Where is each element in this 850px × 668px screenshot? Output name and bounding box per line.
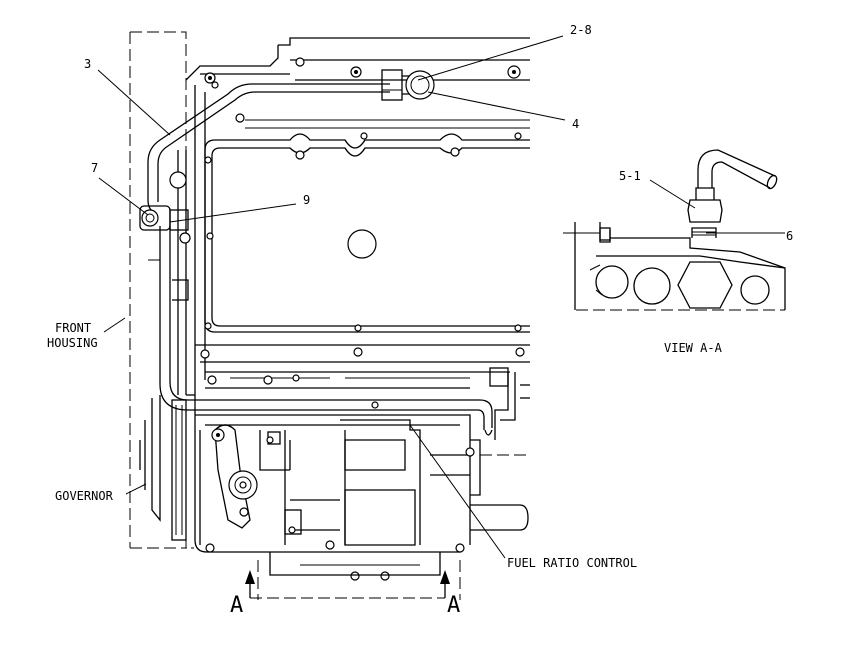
engine-block (177, 37, 530, 553)
label-governor: GOVERNOR (55, 489, 114, 503)
label-view-a-a: VIEW A-A (664, 341, 723, 355)
label-fuel-ratio-control: FUEL RATIO CONTROL (507, 556, 637, 570)
label-part-4: 4 (572, 117, 579, 131)
label-part-9: 9 (303, 193, 310, 207)
view-a-a-detail (563, 149, 786, 311)
label-front-housing-line1: FRONT (55, 321, 91, 335)
governor-assembly (139, 395, 187, 541)
label-part-7: 7 (91, 161, 98, 175)
label-part-6: 6 (786, 229, 793, 243)
label-part-2-8: 2-8 (570, 23, 592, 37)
leader-lines (97, 35, 785, 559)
section-label-right: A (447, 593, 460, 618)
label-front-housing-line2: HOUSING (47, 336, 98, 350)
fuel-pump-housing (195, 414, 529, 581)
bracket-9 (169, 171, 191, 301)
section-label-left: A (230, 593, 243, 618)
label-part-3: 3 (84, 57, 91, 71)
fuel-line-tube (147, 83, 493, 436)
block-bolt-holes (200, 57, 525, 409)
section-boundaries (185, 410, 530, 600)
section-line-a-a (245, 570, 450, 599)
label-part-5-1: 5-1 (619, 169, 641, 183)
tube-clip-7 (139, 205, 171, 231)
tube-fitting-2-8 (381, 69, 435, 101)
